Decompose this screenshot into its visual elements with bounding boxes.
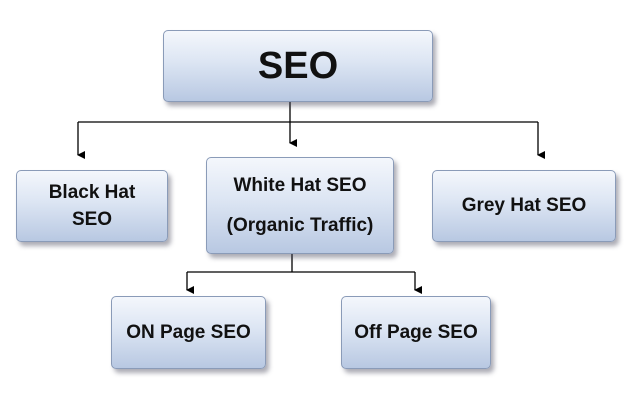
node-black-hat-line-1: Black Hat [48,182,136,203]
node-on-page-line-1: ON Page SEO [126,321,251,343]
node-black-hat-line-2: SEO [71,209,113,230]
node-white-hat-line-2: (Organic Traffic) [226,214,374,236]
node-grey-hat-seo: Grey Hat SEO [432,170,616,242]
node-seo-root-label: SEO [257,44,339,87]
node-on-page-seo: ON Page SEO [111,296,266,369]
node-grey-hat-line-1: Grey Hat SEO [461,195,587,216]
node-off-page-seo: Off Page SEO [341,296,491,369]
node-seo-root: SEO [163,30,433,102]
node-black-hat-seo: Black Hat SEO [16,170,168,242]
node-white-hat-seo: White Hat SEO (Organic Traffic) [206,157,394,254]
node-off-page-line-1: Off Page SEO [354,321,478,343]
node-white-hat-line-1: White Hat SEO [233,174,367,196]
